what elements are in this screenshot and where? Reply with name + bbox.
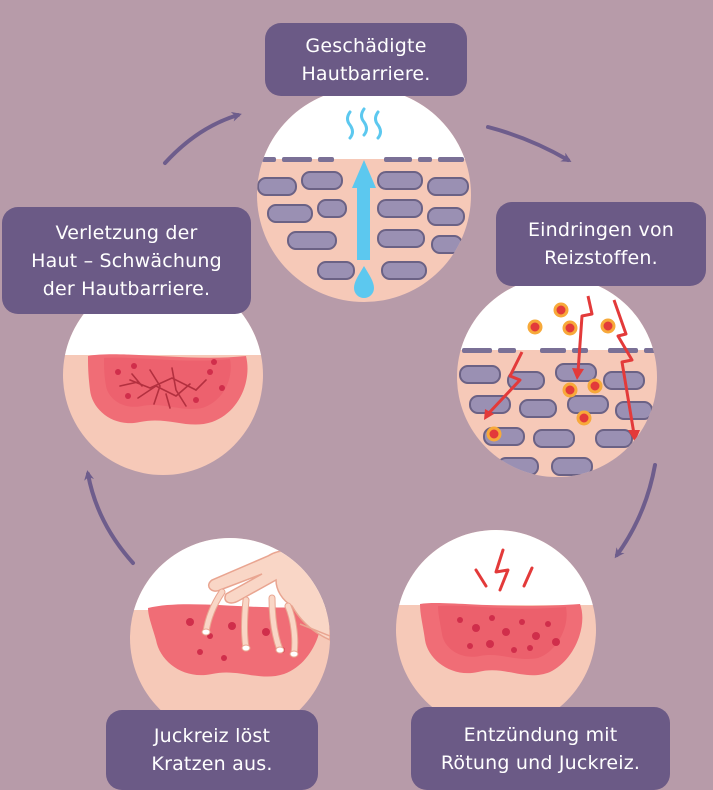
step-label-line: Entzündung mit xyxy=(464,721,618,749)
arrow-to-step-2 xyxy=(488,127,568,160)
illustration-irritants xyxy=(450,270,665,485)
arrow-to-step-5 xyxy=(88,474,133,563)
arrow-to-step-1 xyxy=(165,115,238,163)
step-label-damaged-barrier: Geschädigte Hautbarriere. xyxy=(265,23,467,96)
arrow-to-step-3 xyxy=(617,465,655,555)
step-label-line: Juckreiz löst xyxy=(154,722,270,750)
step-label-line: Rötung und Juckreiz. xyxy=(441,749,640,777)
step-label-irritants: Eindringen von Reizstoffen. xyxy=(496,202,706,286)
step-label-line: Reizstoffen. xyxy=(544,244,658,272)
step-label-line: Kratzen aus. xyxy=(151,750,272,778)
step-label-line: Haut – Schwächung xyxy=(31,247,222,275)
step-label-line: Hautbarriere. xyxy=(301,60,430,88)
step-label-line: Verletzung der xyxy=(56,219,198,247)
step-label-line: Eindringen von xyxy=(528,216,674,244)
step-label-scratching: Juckreiz löst Kratzen aus. xyxy=(106,710,318,790)
step-label-line: Geschädigte xyxy=(305,32,426,60)
step-label-line: der Hautbarriere. xyxy=(43,275,211,303)
illustration-damaged-barrier xyxy=(250,80,480,310)
step-label-skin-injury: Verletzung der Haut – Schwächung der Hau… xyxy=(2,207,251,314)
step-label-inflammation: Entzündung mit Rötung und Juckreiz. xyxy=(411,707,670,790)
